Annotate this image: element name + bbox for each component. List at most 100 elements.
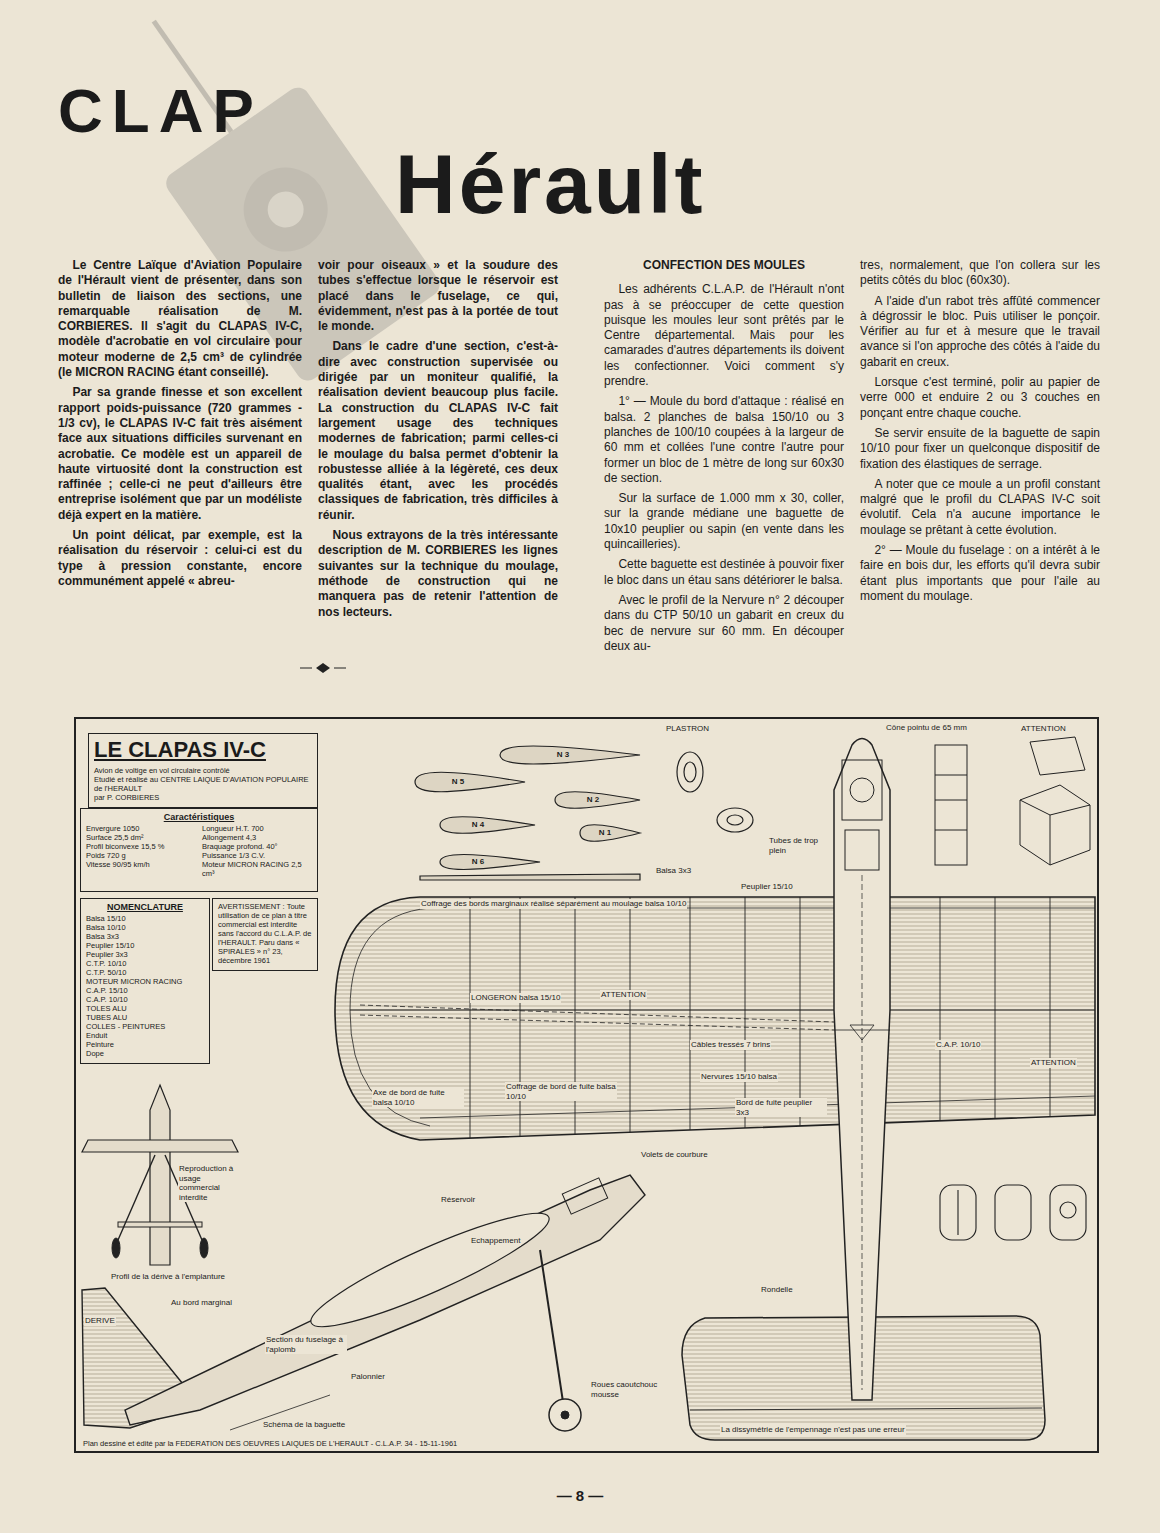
tank-detail — [935, 800, 967, 801]
plastron-detail — [717, 808, 753, 832]
tank-detail — [935, 737, 1090, 865]
wing-plan — [940, 897, 941, 1121]
fuselage-top-view — [842, 760, 882, 820]
wing-plan — [470, 897, 1050, 1138]
box-text: Surface 25,5 dm² — [86, 833, 196, 842]
plan-label: Rondelle — [760, 1285, 794, 1295]
plan-label: Reproduction à usage commercial interdit… — [178, 1164, 240, 1202]
box-text: TOLES ALU — [86, 1004, 204, 1013]
plan-label: Tubes de trop plein — [768, 836, 830, 855]
article-paragraph: Dans le cadre d'une section, c'est-à-dir… — [318, 339, 558, 523]
box-text: Enduit — [86, 1031, 204, 1040]
wing-plan — [360, 1005, 834, 1022]
fuselage-top-view — [845, 830, 879, 870]
front-view — [200, 1238, 208, 1258]
box-text: C.T.P. 10/10 — [86, 959, 204, 968]
article-paragraph: A l'aide d'un rabot très affûté commence… — [860, 294, 1100, 370]
plan-label: C.A.P. 10/10 — [935, 1040, 981, 1050]
plan-label: Section du fuselage à l'aplomb — [265, 1335, 347, 1354]
box-text: Dope — [86, 1049, 204, 1058]
plan-label: Profil de la dérive à l'emplanture — [110, 1272, 226, 1282]
box-text: MOTEUR MICRON RACING — [86, 977, 204, 986]
plan-label: LONGERON balsa 15/10 — [470, 993, 561, 1003]
rib-profiles — [555, 792, 640, 809]
cowl-details — [1060, 1202, 1076, 1218]
box-text: Etudié et réalisé au CENTRE LAIQUE D'AVI… — [94, 775, 312, 793]
fuselage-top-view — [850, 778, 874, 802]
tank-detail — [935, 775, 967, 776]
plan-frame — [75, 718, 1098, 1452]
rib-number: N 1 — [592, 828, 618, 837]
tank-detail — [1020, 785, 1090, 865]
plan-frame — [75, 718, 1098, 1452]
text-column: voir pour oiseaux » et la soudure des tu… — [318, 258, 558, 625]
box-text: Peuplier 15/10 — [86, 941, 204, 950]
box-heading: AVERTISSEMENT : Toute utilisation de ce … — [218, 902, 312, 965]
side-view — [125, 1175, 645, 1425]
plan-label: Cône pointu de 65 mm — [885, 723, 968, 733]
rib-profiles — [580, 825, 640, 842]
side-view — [302, 1197, 557, 1343]
tank-detail — [935, 830, 967, 831]
transmitter-photo — [261, 184, 311, 234]
article-paragraph: 2° — Moule du fuselage : on a intérêt à … — [860, 543, 1100, 604]
plan-label: Coffrage des bords marginaux réalisé sép… — [420, 899, 687, 909]
fuselage-top-view — [834, 739, 890, 1401]
box-text: Puissance 1/3 C.V. — [202, 851, 312, 860]
box-text: par P. CORBIERES — [94, 793, 312, 802]
article-paragraph: 1° — Moule du bord d'attaque : réalisé e… — [604, 394, 844, 486]
plan-label: Balsa 3x3 — [655, 866, 692, 876]
spec-box: LE CLAPAS IV-CAvion de voltige en vol ci… — [88, 733, 318, 808]
plan-label: ATTENTION — [600, 990, 647, 1000]
fuselage-top-view — [834, 1030, 890, 1031]
wing-plan — [745, 897, 746, 1128]
box-text: COLLES - PEINTURES — [86, 1022, 204, 1031]
article-paragraph: A noter que ce moule a un profil constan… — [860, 477, 1100, 538]
ornament — [334, 668, 346, 669]
transmitter-photo — [227, 151, 344, 268]
tailplane — [690, 1408, 1042, 1410]
plastron-detail — [684, 762, 696, 782]
plan-label: Roues caoutchouc mousse — [590, 1380, 672, 1399]
headline: Hérault — [395, 142, 705, 226]
page-title: CLAP — [58, 80, 263, 142]
plan-label: ATTENTION — [1020, 724, 1067, 734]
text-column: tres, normalement, que l'on collera sur … — [860, 258, 1100, 609]
plan-label: Peuplier 15/10 — [740, 882, 794, 892]
side-view — [549, 1399, 581, 1431]
plan-label: Volets de courbure — [640, 1150, 709, 1160]
section-heading: CONFECTION DES MOULES — [604, 258, 844, 273]
box-text: Peinture — [86, 1040, 204, 1049]
cowl-details — [940, 1185, 1086, 1240]
rib-profiles — [415, 746, 640, 880]
box-text: Longueur H.T. 700 — [202, 824, 312, 833]
plan-label: Plan dessiné et édité par la FEDERATION … — [82, 1439, 458, 1449]
plan-label: Câbles tressés 7 brins — [690, 1040, 771, 1050]
box-text: Moteur MICRON RACING 2,5 cm³ — [202, 860, 312, 878]
plan-label: Palonnier — [350, 1372, 386, 1382]
plan-label: Echappement — [470, 1236, 521, 1246]
spec-table: Envergure 1050 Longueur H.T. 700Surface 2… — [86, 824, 312, 878]
front-view — [112, 1238, 120, 1258]
rib-profiles — [440, 855, 540, 870]
box-heading: NOMENCLATURE — [86, 902, 204, 912]
tank-detail — [935, 745, 967, 865]
plan-label: Schéma de la baguette — [262, 1420, 346, 1430]
plan-label: PLASTRON — [665, 724, 710, 734]
ornament — [316, 663, 330, 673]
wing-plan — [690, 897, 691, 1130]
plan-label: ATTENTION — [1030, 1058, 1077, 1068]
wing-plan — [800, 897, 801, 1126]
wing-plan — [630, 897, 631, 1132]
spec-box: CaractéristiquesEnvergure 1050Longueur H… — [80, 808, 318, 892]
fuselage-top-view — [862, 875, 863, 1390]
box-text: C.T.P. 50/10 — [86, 968, 204, 977]
article-paragraph: Cette baguette est destinée à pouvoir fi… — [604, 557, 844, 588]
box-text: Poids 720 g — [86, 851, 196, 860]
ornament — [300, 668, 312, 669]
box-text: Envergure 1050 — [86, 824, 196, 833]
plan-label: La dissymétrie de l'empennage n'est pas … — [720, 1425, 906, 1435]
article-paragraph: Sur la surface de 1.000 mm x 30, coller,… — [604, 491, 844, 552]
plan-label: DERIVE — [84, 1316, 116, 1326]
